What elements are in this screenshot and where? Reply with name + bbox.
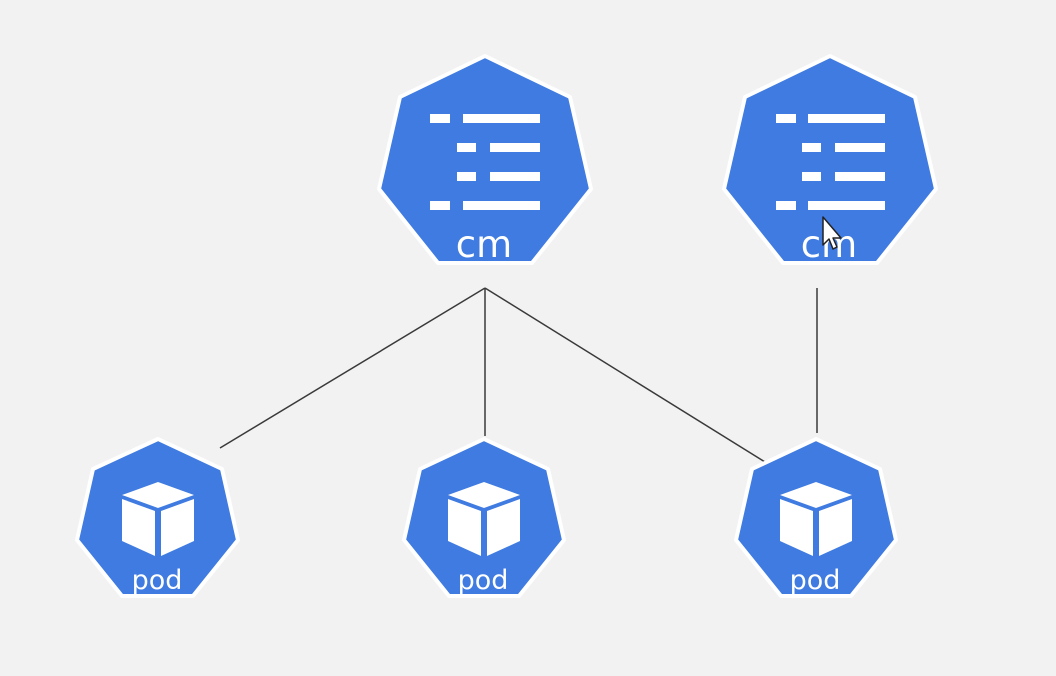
node-label: pod bbox=[132, 565, 183, 596]
list-icon bbox=[776, 114, 885, 210]
node-label: pod bbox=[458, 565, 509, 596]
cube-icon bbox=[122, 482, 194, 556]
edge-cm-1-pod-1 bbox=[219, 287, 486, 449]
pod-node[interactable]: pod bbox=[75, 437, 240, 598]
node-label: pod bbox=[790, 565, 841, 596]
cube-icon bbox=[780, 482, 852, 556]
heptagon-shape bbox=[377, 54, 593, 265]
heptagon-shape bbox=[75, 437, 240, 598]
configmap-node[interactable]: cm bbox=[377, 54, 593, 266]
pod-node[interactable]: pod bbox=[734, 437, 898, 598]
heptagon-shape bbox=[722, 54, 938, 265]
node-label: cm bbox=[456, 223, 512, 266]
edges bbox=[219, 287, 818, 463]
mouse-pointer-icon bbox=[822, 216, 842, 250]
heptagon-shape bbox=[734, 437, 898, 598]
cube-icon bbox=[448, 482, 520, 556]
pod-node[interactable]: pod bbox=[402, 437, 566, 598]
edge-cm-1-pod-3 bbox=[484, 287, 766, 463]
list-icon bbox=[430, 114, 540, 210]
heptagon-shape bbox=[402, 437, 566, 598]
